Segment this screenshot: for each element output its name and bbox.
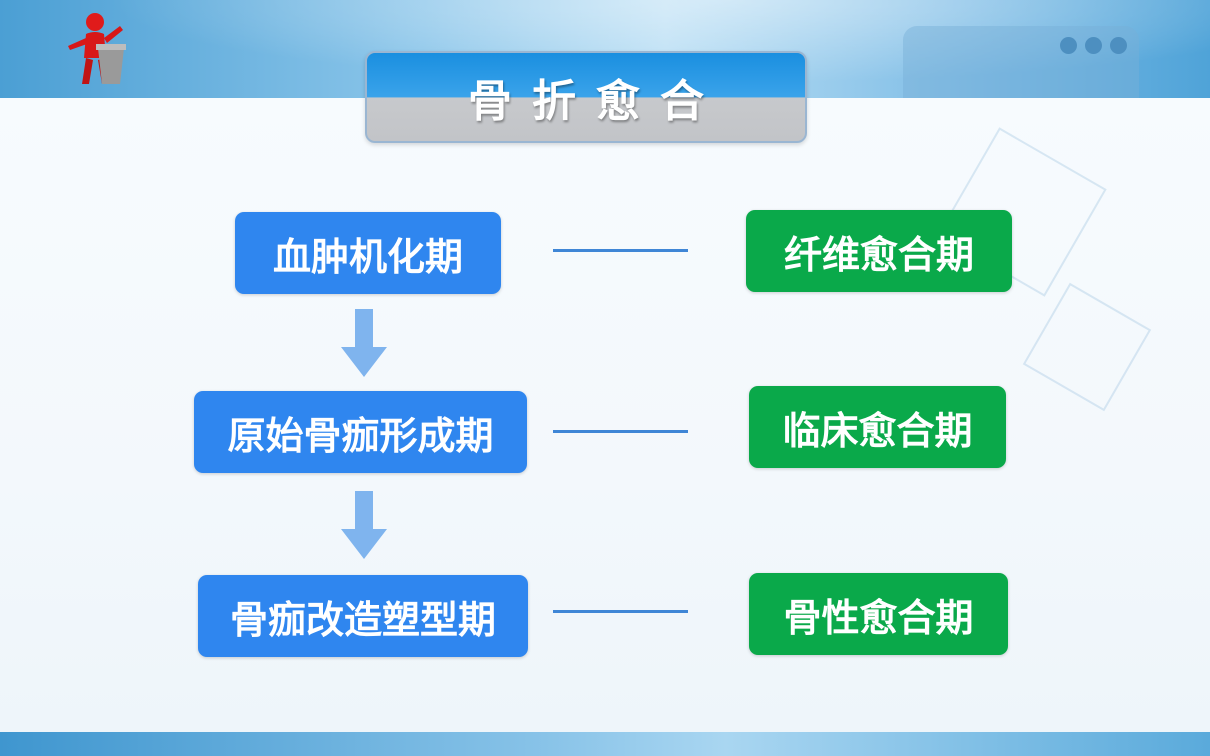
window-dot-decoration xyxy=(1060,37,1077,54)
title-banner: 骨折愈合 xyxy=(365,51,807,143)
stage-primary-callus-formation: 原始骨痂形成期 xyxy=(194,391,527,473)
footer-banner xyxy=(0,732,1210,756)
stage-bony-union: 骨性愈合期 xyxy=(749,573,1008,655)
connector-line xyxy=(553,249,688,252)
arrow-down-icon xyxy=(341,491,387,559)
stage-label: 血肿机化期 xyxy=(272,234,463,279)
stage-label: 骨性愈合期 xyxy=(783,595,974,640)
arrow-down-icon xyxy=(341,309,387,377)
page-title: 骨折愈合 xyxy=(468,76,724,127)
stage-label: 临床愈合期 xyxy=(782,408,973,453)
stage-label: 纤维愈合期 xyxy=(783,232,974,277)
connector-line xyxy=(553,610,688,613)
stage-fibrous-union: 纤维愈合期 xyxy=(746,210,1012,292)
connector-line xyxy=(553,430,688,433)
window-dot-decoration xyxy=(1085,37,1102,54)
browser-window-decoration xyxy=(903,26,1139,98)
stage-hematoma-organization: 血肿机化期 xyxy=(235,212,501,294)
stage-label: 骨痂改造塑型期 xyxy=(229,597,496,642)
presenter-podium-icon xyxy=(68,13,126,84)
stage-callus-remodeling: 骨痂改造塑型期 xyxy=(198,575,528,657)
stage-label: 原始骨痂形成期 xyxy=(227,413,494,458)
window-dot-decoration xyxy=(1110,37,1127,54)
header-banner xyxy=(0,0,1210,98)
stage-clinical-union: 临床愈合期 xyxy=(749,386,1006,468)
